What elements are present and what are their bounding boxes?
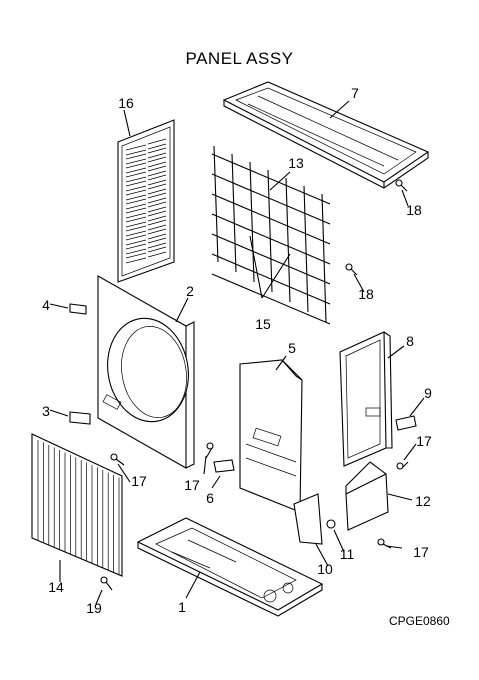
callout-8: 8 <box>406 333 414 349</box>
diagram-title: PANEL ASSY <box>185 49 294 68</box>
callout-18-lower: 18 <box>358 286 374 302</box>
callout-17-bottom: 17 <box>413 544 429 560</box>
screw-18-lower <box>345 263 358 276</box>
callout-6: 6 <box>206 490 214 506</box>
part-13-wire-guard <box>211 145 331 325</box>
part-8-right-side-panel <box>339 331 393 467</box>
part-7-top-panel <box>222 81 430 189</box>
leader-lines <box>49 100 425 605</box>
callout-3: 3 <box>42 403 50 419</box>
part-16-grille-panel <box>117 119 175 283</box>
screw-18-upper <box>395 179 408 192</box>
callout-17-center: 17 <box>184 477 200 493</box>
callout-13: 13 <box>288 155 304 171</box>
part-10-small-cover <box>293 493 323 545</box>
drawing-code: CPGE0860 <box>389 614 450 628</box>
callout-15: 15 <box>255 316 271 332</box>
callout-5: 5 <box>288 340 296 356</box>
callout-1: 1 <box>178 599 186 615</box>
part-3-pad <box>69 411 91 425</box>
callout-17-right: 17 <box>416 433 432 449</box>
callout-4: 4 <box>42 297 50 313</box>
part-4-pad <box>69 303 87 315</box>
callout-10: 10 <box>317 561 333 577</box>
screw-17-right <box>396 461 409 470</box>
callout-7: 7 <box>351 85 359 101</box>
callout-19: 19 <box>86 600 102 616</box>
part-5-partition-plate <box>239 359 303 513</box>
callout-16: 16 <box>118 95 134 111</box>
part-14-rear-grille <box>31 433 123 577</box>
callout-14: 14 <box>48 579 64 595</box>
part-11-grommet <box>326 519 336 529</box>
callout-11: 11 <box>340 546 355 562</box>
callout-12: 12 <box>415 493 431 509</box>
part-9-pad <box>395 415 417 431</box>
part-1-base-pan <box>136 517 324 617</box>
callout-18-upper: 18 <box>406 202 422 218</box>
part-6-pad <box>213 459 235 473</box>
part-12-service-cover <box>345 461 389 531</box>
callout-9: 9 <box>424 385 432 401</box>
screw-17-center <box>205 442 214 459</box>
screw-17-left <box>110 453 125 466</box>
callout-2: 2 <box>186 283 194 299</box>
part-2-front-panel <box>97 275 195 469</box>
screw-17-bottom <box>377 538 392 549</box>
callout-17-left: 17 <box>131 473 147 489</box>
screw-19 <box>100 576 113 591</box>
